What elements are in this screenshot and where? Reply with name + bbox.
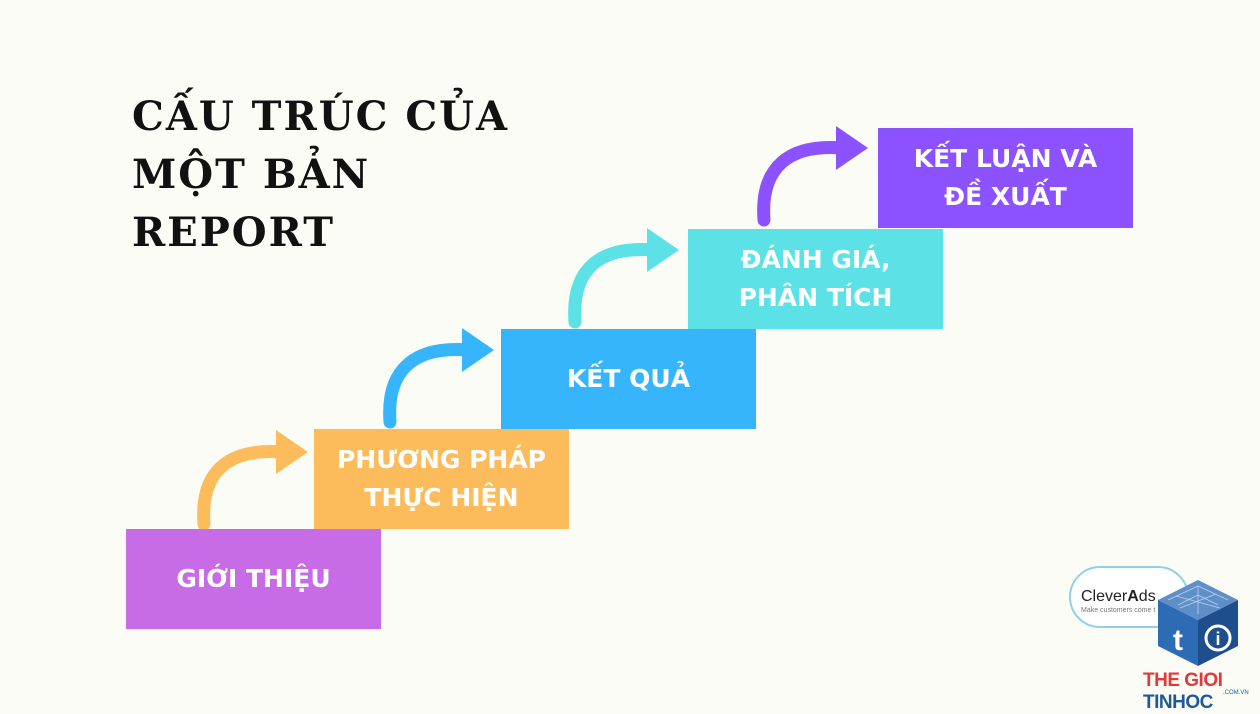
title-line-3: REPORT xyxy=(132,209,335,256)
cleverads-wordmark-1: Clever xyxy=(1081,588,1128,605)
step-ket-luan: KẾT LUẬN VÀ ĐỀ XUẤT xyxy=(878,128,1133,228)
curved-arrow-icon xyxy=(568,228,679,329)
arrow-2-stem xyxy=(383,343,475,429)
arrow-2-head xyxy=(462,328,494,372)
step-danh-gia: ĐÁNH GIÁ, PHÂN TÍCH xyxy=(688,229,943,329)
step-gioi-thieu: GIỚI THIỆU xyxy=(126,529,381,629)
arrow-3-head xyxy=(647,228,679,272)
arrow-4-head xyxy=(836,126,868,170)
brand-blue: TINHOC xyxy=(1143,692,1213,713)
thegioitinhoc-cube-icon: t i xyxy=(1158,580,1238,666)
svg-text:t: t xyxy=(1173,624,1183,657)
step-phuong-phap: PHƯƠNG PHÁP THỰC HIỆN xyxy=(314,429,569,529)
title-line-1: CẤU TRÚC CỦA xyxy=(132,93,510,140)
arrow-1-stem xyxy=(197,445,289,531)
cleverads-wordmark-3: ds xyxy=(1138,588,1156,605)
step-ket-qua: KẾT QUẢ xyxy=(501,329,756,429)
curved-arrow-icon xyxy=(197,430,308,531)
cleverads-wordmark-2: A xyxy=(1127,588,1139,605)
cleverads-tagline: Make customers come t xyxy=(1081,607,1156,614)
curved-arrow-icon xyxy=(383,328,494,429)
cleverads-logo: CleverAds Make customers come t xyxy=(1069,566,1189,628)
arrow-1-head xyxy=(276,430,308,474)
arrow-4-stem xyxy=(757,141,849,227)
brand-red: THE GIOI xyxy=(1143,670,1223,691)
diagram-title: CẤU TRÚC CỦA MỘT BẢN REPORT xyxy=(132,88,509,262)
title-line-2: MỘT BẢN xyxy=(132,151,371,198)
arrow-3-stem xyxy=(568,243,660,329)
curved-arrow-icon xyxy=(757,126,868,227)
brand-domain: .COM.VN xyxy=(1223,690,1249,696)
svg-text:i: i xyxy=(1215,629,1220,649)
